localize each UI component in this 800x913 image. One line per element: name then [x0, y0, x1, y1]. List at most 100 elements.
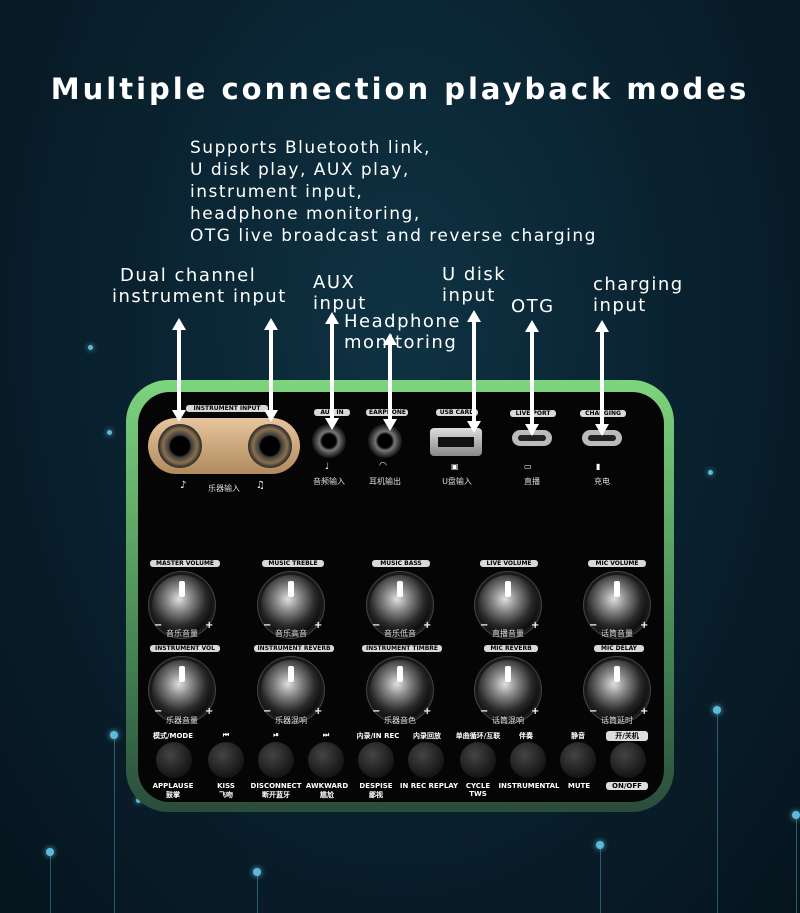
- master-volume-knob[interactable]: [152, 575, 212, 635]
- button-bottom-label: INSTRUMENTAL: [498, 782, 560, 790]
- mic-delay-knob[interactable]: [587, 660, 647, 720]
- plus-mark: +: [531, 706, 540, 717]
- arrow-otg: [525, 320, 539, 436]
- minus-mark: −: [263, 620, 272, 631]
- cycle-tws-button[interactable]: [460, 742, 496, 778]
- instrument-timbre-knob[interactable]: [370, 660, 430, 720]
- arrow-udisk: [467, 310, 481, 433]
- feature-description: Supports Bluetooth link, U disk play, AU…: [190, 137, 597, 247]
- minus-mark: −: [154, 620, 163, 631]
- earphone-tag: EARPHONE: [366, 409, 408, 416]
- arrow-aux: [325, 312, 339, 430]
- desc-line: OTG live broadcast and reverse charging: [190, 226, 597, 246]
- knob-label: INSTRUMENT VOL: [150, 645, 220, 652]
- instrument-input-cn: 乐器输入: [208, 484, 240, 493]
- desc-line: Supports Bluetooth link,: [190, 138, 431, 158]
- knob-cn: 直播音量: [492, 629, 524, 638]
- minus-mark: −: [154, 706, 163, 717]
- arrow-charging: [595, 320, 609, 436]
- bg-line: [257, 872, 258, 913]
- previous-button[interactable]: [208, 742, 244, 778]
- knob-label: LIVE VOLUME: [480, 560, 538, 567]
- knob-cn: 乐器混响: [275, 716, 307, 725]
- knob-label: INSTRUMENT TIMBRE: [362, 645, 442, 652]
- bg-line: [50, 850, 51, 913]
- charging-port[interactable]: [582, 430, 622, 446]
- button-top-label: 单曲循环/互联: [455, 732, 501, 740]
- button-top-label: ⏭: [322, 731, 330, 739]
- live-volume-knob[interactable]: [478, 575, 538, 635]
- knob-cn: 乐器音色: [384, 716, 416, 725]
- battery-icon: ▮: [596, 462, 601, 471]
- callout-text: input: [593, 295, 647, 316]
- knob-cn: 音乐高音: [275, 629, 307, 638]
- bg-dot: [713, 706, 721, 714]
- in-rec-button[interactable]: [358, 742, 394, 778]
- music-treble-knob[interactable]: [261, 575, 321, 635]
- mute-button[interactable]: [560, 742, 596, 778]
- earphone-cn: 耳机输出: [369, 477, 401, 486]
- plus-mark: +: [531, 620, 540, 631]
- bg-dot: [107, 430, 112, 435]
- callout-charging: charging input: [593, 274, 684, 316]
- headline: Multiple connection playback modes: [50, 72, 750, 106]
- button-top-label: 内录/IN REC: [356, 732, 400, 740]
- callout-text: Dual channel: [120, 265, 257, 286]
- button-bottom-label: IN REC REPLAY: [399, 782, 459, 790]
- guitar-icon: ♫: [256, 480, 265, 491]
- callout-dual-channel-2: instrument input: [112, 286, 287, 307]
- button-top-label: 开/关机: [606, 731, 648, 741]
- bg-dot: [792, 811, 800, 819]
- minus-mark: −: [263, 706, 272, 717]
- knob-cn: 话筒混响: [492, 716, 524, 725]
- knob-cn: 乐器音量: [166, 716, 198, 725]
- music-note-icon: ♩: [325, 462, 330, 472]
- callout-otg: OTG: [511, 296, 555, 317]
- knob-cn: 音乐音量: [166, 629, 198, 638]
- callout-dual-channel: Dual channel: [120, 265, 256, 286]
- bg-line: [717, 710, 718, 913]
- live-port-cn: 直播: [524, 477, 540, 486]
- in-rec-replay-button[interactable]: [408, 742, 444, 778]
- headphone-icon: ◠: [379, 461, 387, 471]
- instrument-reverb-knob[interactable]: [261, 660, 321, 720]
- mode-button[interactable]: [156, 742, 192, 778]
- aux-in-cn: 音频输入: [313, 477, 345, 486]
- callout-text: input: [313, 293, 367, 314]
- usb-icon: ▣: [451, 462, 459, 471]
- plus-mark: +: [314, 706, 323, 717]
- instrumental-button[interactable]: [510, 742, 546, 778]
- desc-line: instrument input,: [190, 182, 364, 202]
- callout-text: instrument input: [112, 286, 287, 307]
- callout-text: input: [442, 285, 496, 306]
- bg-dot: [110, 731, 118, 739]
- button-top-label: 静音: [571, 732, 585, 740]
- instrument-vol-knob[interactable]: [152, 660, 212, 720]
- knob-cn: 话筒延时: [601, 716, 633, 725]
- plus-mark: +: [640, 620, 649, 631]
- instrument-jack-left[interactable]: [158, 424, 202, 468]
- charging-cn: 充电: [594, 477, 610, 486]
- button-top-label: 模式/MODE: [152, 732, 194, 740]
- knob-label: MUSIC BASS: [372, 560, 430, 567]
- usb-card-tag: USB CARD: [436, 409, 478, 416]
- knob-label: MIC REVERB: [484, 645, 538, 652]
- button-top-label: 伴奏: [519, 732, 533, 740]
- usb-card-cn: U盘输入: [442, 477, 472, 486]
- callout-headphone: Headphone monitoring: [344, 311, 461, 353]
- live-port[interactable]: [512, 430, 552, 446]
- play-pause-button[interactable]: [258, 742, 294, 778]
- power-button[interactable]: [610, 742, 646, 778]
- arrow-dual-right: [264, 318, 278, 422]
- button-top-label: ⏮: [222, 731, 230, 739]
- mic-volume-knob[interactable]: [587, 575, 647, 635]
- music-bass-knob[interactable]: [370, 575, 430, 635]
- next-button[interactable]: [308, 742, 344, 778]
- instrument-jack-right[interactable]: [248, 424, 292, 468]
- mic-reverb-knob[interactable]: [478, 660, 538, 720]
